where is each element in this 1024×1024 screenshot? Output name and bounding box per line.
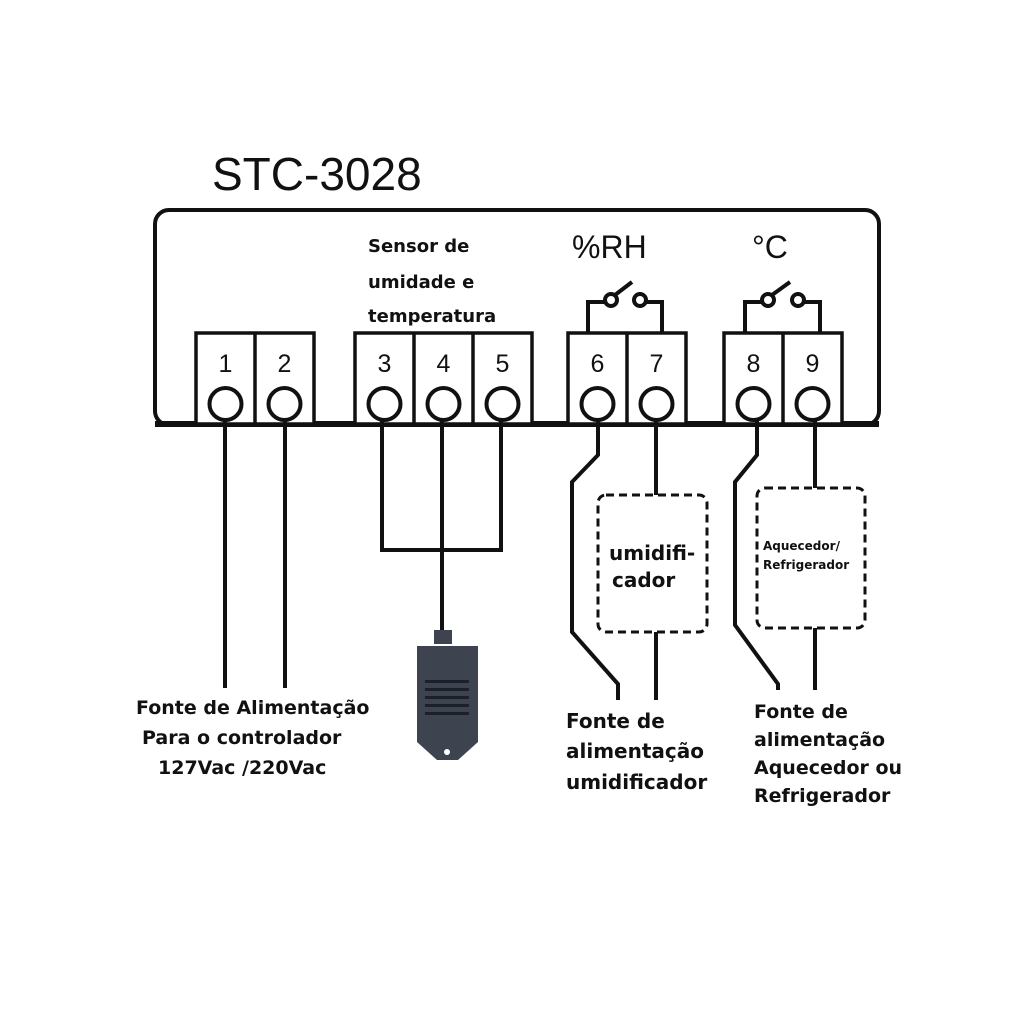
terminal-screw-icon[interactable] — [794, 386, 831, 422]
rh-label: %RH — [572, 229, 647, 265]
relay-switch-icon-temp — [743, 280, 822, 333]
terminal-screw-icon[interactable] — [735, 386, 772, 422]
terminal-number: 9 — [806, 350, 820, 378]
celsius-label: °C — [752, 229, 788, 265]
model-title: STC-3028 — [212, 148, 422, 200]
terminal-number: 7 — [650, 350, 664, 378]
terminal-number: 4 — [437, 350, 451, 378]
terminal-screw-icon[interactable] — [579, 386, 616, 422]
terminal-blocks: 1 2 3 4 5 6 7 8 9 — [194, 331, 844, 426]
humidifier-label: umidifi- cador — [609, 541, 702, 592]
terminal-number: 5 — [496, 350, 510, 378]
terminal-number: 2 — [278, 350, 292, 378]
terminal-screw-icon[interactable] — [266, 386, 303, 422]
humidifier-power-label: Fonte de alimentação umidificador — [566, 709, 711, 794]
terminal-number: 1 — [219, 350, 233, 378]
heater-cooler-label: Aquecedor/ Refrigerador — [763, 539, 849, 572]
terminal-screw-icon[interactable] — [638, 386, 675, 422]
humidity-sensor-probe-icon — [417, 630, 478, 760]
wires — [223, 420, 817, 700]
relay-switch-icon-rh — [586, 280, 664, 333]
terminal-screw-icon[interactable] — [207, 386, 244, 422]
sensor-label: Sensor de umidade e temperatura — [368, 236, 496, 327]
terminal-screw-icon[interactable] — [425, 386, 462, 422]
terminal-screw-icon[interactable] — [484, 386, 521, 422]
terminal-number: 3 — [378, 350, 392, 378]
heater-power-label: Fonte de alimentação Aquecedor ou Refrig… — [754, 701, 909, 807]
humidifier-box — [596, 493, 709, 634]
terminal-screw-icon[interactable] — [366, 386, 403, 422]
controller-power-label: Fonte de Alimentação Para o controlador … — [136, 697, 376, 779]
heater-cooler-box — [755, 486, 867, 630]
terminal-number: 8 — [747, 350, 761, 378]
terminal-number: 6 — [591, 350, 605, 378]
